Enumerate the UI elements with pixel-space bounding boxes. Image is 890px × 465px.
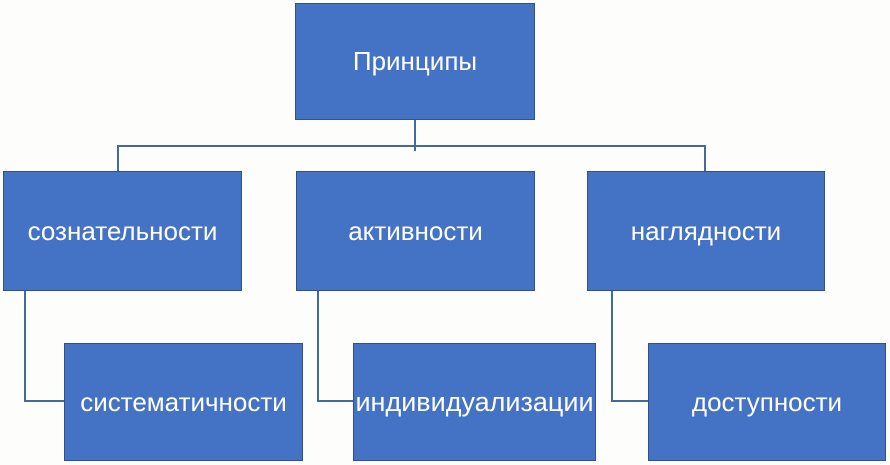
node-aktivnosti: активности: [296, 171, 535, 291]
node-sistematichnosti-label: систематичности: [80, 386, 287, 417]
node-aktivnosti-label: активности: [348, 215, 483, 246]
node-individualizatsii-label: индивидуализации: [355, 386, 594, 417]
node-dostupnosti: доступности: [648, 343, 886, 461]
elbow-connector-soznatelnosti: [24, 290, 64, 402]
node-naglyadnosti: наглядности: [587, 171, 825, 291]
node-soznatelnosti-label: сознательности: [27, 215, 218, 246]
node-individualizatsii: индивидуализации: [353, 343, 596, 461]
node-principy: Принципы: [295, 3, 535, 120]
connector-root-stub: [414, 120, 416, 151]
node-naglyadnosti-label: наглядности: [630, 215, 782, 246]
node-sistematichnosti: систематичности: [64, 343, 303, 461]
elbow-connector-aktivnosti: [317, 290, 353, 402]
elbow-connector-naglyadnosti: [611, 290, 648, 402]
node-soznatelnosti: сознательности: [3, 171, 242, 291]
node-dostupnosti-label: доступности: [691, 386, 843, 417]
node-principy-label: Принципы: [352, 46, 478, 76]
connector-bracket: [117, 145, 706, 171]
